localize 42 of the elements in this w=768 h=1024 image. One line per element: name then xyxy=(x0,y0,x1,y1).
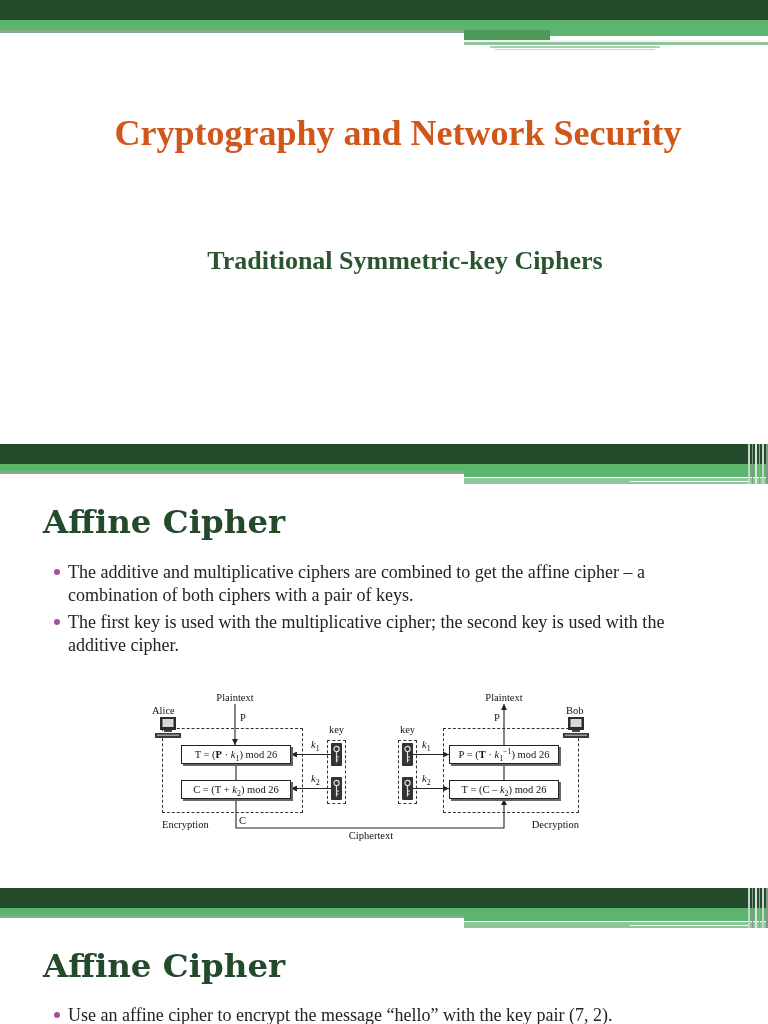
formula-box: C = (T + k$_{2}$) mod 26 xyxy=(181,780,291,799)
edge-label: P xyxy=(240,712,246,724)
arrow xyxy=(501,703,507,746)
frame-label: Decryption xyxy=(531,819,579,831)
slide-heading: Affine Cipher xyxy=(43,947,286,985)
edge-label: k$_{2}$ xyxy=(311,773,320,785)
connector-line xyxy=(235,763,237,781)
key-frame xyxy=(395,724,420,804)
bullet-text: The additive and multiplicative ciphers are combined to get the affine cipher – a combination of both ciphers with a pair of keys. xyxy=(68,561,646,606)
slide-heading: Affine Cipher xyxy=(43,503,286,541)
edge-label: k$_{1}$ xyxy=(422,739,431,751)
edge-label: Ciphertext xyxy=(348,830,394,842)
slide-subtitle: Traditional Symmetric-key Ciphers xyxy=(207,246,603,276)
formula-box: P = (T · k$_{1}$$^{−1}$) mod 26 xyxy=(449,745,559,764)
key-frame xyxy=(324,724,349,804)
endpoint-label: Plaintext xyxy=(481,692,527,704)
connector-line xyxy=(503,763,505,781)
arrow xyxy=(412,751,450,758)
arrow xyxy=(232,703,238,746)
arrow xyxy=(290,785,332,792)
key-icon xyxy=(402,743,413,766)
edge-label: k$_{1}$ xyxy=(311,739,320,751)
slide-title: Cryptography and Network Security xyxy=(114,113,682,153)
edge-label: k$_{2}$ xyxy=(422,773,431,785)
bullet-text: The first key is used with the multiplicative cipher; the second key is used with the additive cipher. xyxy=(68,611,666,656)
arrow xyxy=(290,751,332,758)
name-label: Alice xyxy=(152,705,175,717)
name-label: Bob xyxy=(566,705,584,717)
line-label: C xyxy=(239,815,246,827)
key-icon xyxy=(402,777,413,800)
key-icon xyxy=(331,743,342,766)
arrow xyxy=(235,798,507,829)
frame-label: key xyxy=(399,724,416,736)
arrow xyxy=(412,785,450,792)
endpoint-label: Plaintext xyxy=(212,692,258,704)
formula-box: T = (C – k$_{2}$) mod 26 xyxy=(449,780,559,799)
frame-label: Encryption xyxy=(162,819,209,831)
edge-label: P xyxy=(494,712,500,724)
frame-label: key xyxy=(328,724,345,736)
key-icon xyxy=(331,777,342,800)
formula-box: T = (P · k$_{1}$) mod 26 xyxy=(181,745,291,764)
bullet-text: Use an affine cipher to encrypt the message “hello” with the key pair (7, 2). xyxy=(68,1004,614,1024)
